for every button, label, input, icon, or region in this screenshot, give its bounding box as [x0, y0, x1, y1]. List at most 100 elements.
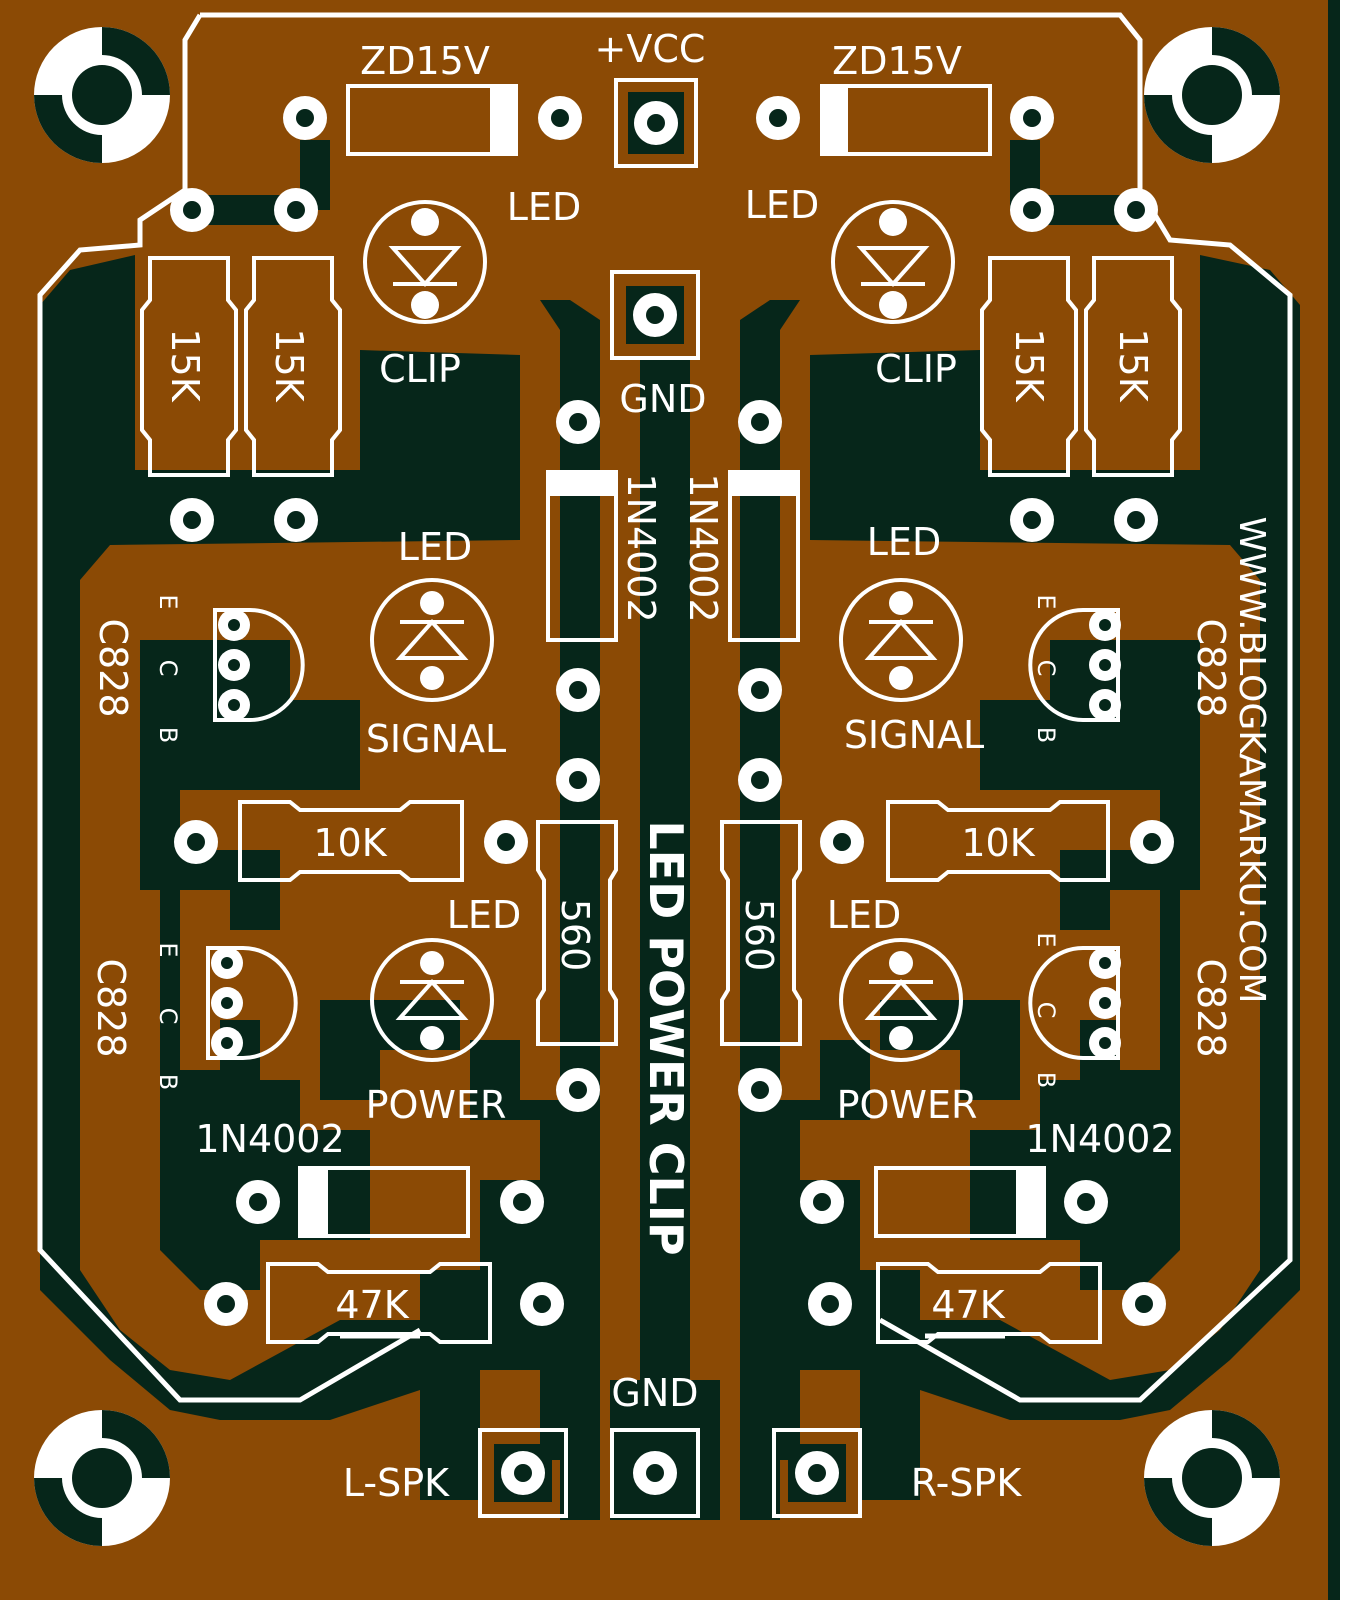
- silkscreen: [140, 78, 1182, 1518]
- d1n-center-right-label: 1N4002: [681, 473, 725, 622]
- d1n-bottom-left-label: 1N4002: [195, 1117, 344, 1161]
- d1n-center-left-label: 1N4002: [619, 473, 663, 622]
- zener-right-body: [820, 84, 992, 156]
- r10k-left-label: 10K: [313, 821, 387, 865]
- led-power-right: [839, 938, 963, 1062]
- board-edge: [1328, 0, 1340, 1600]
- resistor-47k-right: [876, 1262, 1102, 1344]
- resistor-10k-left: [238, 800, 464, 882]
- transistor-c828-4: [1028, 946, 1120, 1060]
- d1n-bottom-right-label: 1N4002: [1025, 1117, 1174, 1161]
- led-signal-left: [370, 578, 494, 702]
- silk-labels: +VCC ZD15V ZD15V LED LED CLIP CLIP GND 1…: [89, 27, 1233, 1505]
- pin-e-3: E: [1032, 594, 1060, 609]
- resistor-15k-2: [244, 256, 342, 477]
- r10k-right-label: 10K: [961, 821, 1035, 865]
- led-symbol-clip-right: [856, 246, 930, 288]
- clip-right-label: CLIP: [875, 347, 957, 391]
- lspk-label: L-SPK: [343, 1461, 450, 1505]
- r15k-4-label: 15K: [1111, 328, 1155, 402]
- mount-hole-bottom-left: [34, 1410, 170, 1546]
- pads: [170, 92, 1174, 1502]
- gnd-bottom-label: GND: [611, 1371, 698, 1415]
- r47k-right-label: 47K: [931, 1283, 1005, 1327]
- pin-b-2: B: [154, 1074, 182, 1090]
- c828-3-label: C828: [1189, 618, 1233, 717]
- led-signal-right: [839, 578, 963, 702]
- board-title: LED POWER CLIP: [639, 820, 693, 1255]
- pin-letters: E C B E C B E C B E C B: [154, 594, 1060, 1090]
- resistor-47k-left: [266, 1262, 492, 1344]
- gnd-bottom-pad-frame: [610, 1428, 700, 1518]
- led-symbols: [388, 246, 938, 1020]
- pin-e-4: E: [1032, 932, 1060, 947]
- led-signal-right-label: LED: [867, 520, 941, 564]
- resistor-560-right: [720, 820, 802, 1046]
- vcc-pad-frame: [614, 78, 698, 168]
- website-label: WWW.BLOGKAMARKU.COM: [1231, 516, 1272, 1003]
- r560-right-label: 560: [737, 899, 781, 972]
- led-clip-right: [831, 200, 955, 324]
- led-signal-left-label: LED: [398, 525, 472, 569]
- resistor-15k-4: [1084, 256, 1182, 477]
- vcc-label: +VCC: [595, 27, 706, 71]
- power-right-label: POWER: [837, 1083, 978, 1127]
- led-symbol-signal-left: [395, 618, 469, 660]
- zener-left-body: [346, 84, 518, 156]
- transistor-c828-1: [213, 608, 305, 722]
- led-symbol-power-left: [395, 978, 469, 1020]
- diode-1n4002-center-right: [728, 470, 800, 642]
- gnd-top-pad-frame: [610, 270, 700, 360]
- mount-hole-bottom-right: [1144, 1410, 1280, 1546]
- rspk-label: R-SPK: [911, 1461, 1023, 1505]
- c828-2-label: C828: [89, 958, 133, 1057]
- zener-left-label: ZD15V: [360, 39, 490, 83]
- pin-e-2: E: [154, 942, 182, 957]
- mount-hole-top-left: [34, 27, 170, 163]
- resistor-10k-right: [886, 800, 1110, 882]
- led-symbol-signal-right: [864, 618, 938, 660]
- signal-right-label: SIGNAL: [844, 713, 984, 757]
- transistor-c828-3: [1028, 608, 1120, 722]
- resistor-15k-1: [140, 256, 238, 477]
- pin-e-1: E: [154, 594, 182, 609]
- led-clip-right-label: LED: [745, 183, 819, 227]
- led-symbol-power-right: [864, 978, 938, 1020]
- clip-left-label: CLIP: [379, 347, 461, 391]
- led-power-left-label: LED: [447, 893, 521, 937]
- resistor-560-left: [536, 820, 618, 1046]
- r47k-left-label: 47K: [335, 1283, 409, 1327]
- r15k-2-label: 15K: [267, 328, 311, 402]
- pin-b-3: B: [1032, 727, 1060, 743]
- rspk-pad-frame: [772, 1428, 862, 1518]
- diode-1n4002-bottom-right: [874, 1166, 1046, 1238]
- mounting-holes: [34, 27, 1280, 1546]
- diode-1n4002-bottom-left: [298, 1166, 470, 1238]
- signal-left-label: SIGNAL: [366, 717, 506, 761]
- mount-hole-top-right: [1144, 27, 1280, 163]
- pin-c-3: C: [1032, 660, 1060, 677]
- r15k-3-label: 15K: [1007, 328, 1051, 402]
- led-power-right-label: LED: [827, 893, 901, 937]
- c828-4-label: C828: [1189, 958, 1233, 1057]
- led-symbol-clip-left: [388, 246, 462, 288]
- led-power-left: [370, 938, 494, 1062]
- resistor-15k-3: [980, 256, 1078, 477]
- c828-1-label: C828: [91, 618, 135, 717]
- pin-c-2: C: [154, 1008, 182, 1025]
- led-clip-left: [363, 200, 487, 324]
- r560-left-label: 560: [553, 899, 597, 972]
- transistor-c828-2: [206, 946, 298, 1060]
- pin-c-4: C: [1032, 1002, 1060, 1019]
- lspk-pad-frame: [478, 1428, 568, 1518]
- gnd-top-label: GND: [619, 377, 706, 421]
- diode-1n4002-center-left: [546, 470, 618, 642]
- board-outline: [37, 12, 1293, 1403]
- r15k-1-label: 15K: [163, 328, 207, 402]
- pin-b-4: B: [1032, 1072, 1060, 1088]
- zener-right-label: ZD15V: [832, 39, 962, 83]
- pin-b-1: B: [154, 727, 182, 743]
- power-left-label: POWER: [366, 1083, 507, 1127]
- led-clip-left-label: LED: [507, 185, 581, 229]
